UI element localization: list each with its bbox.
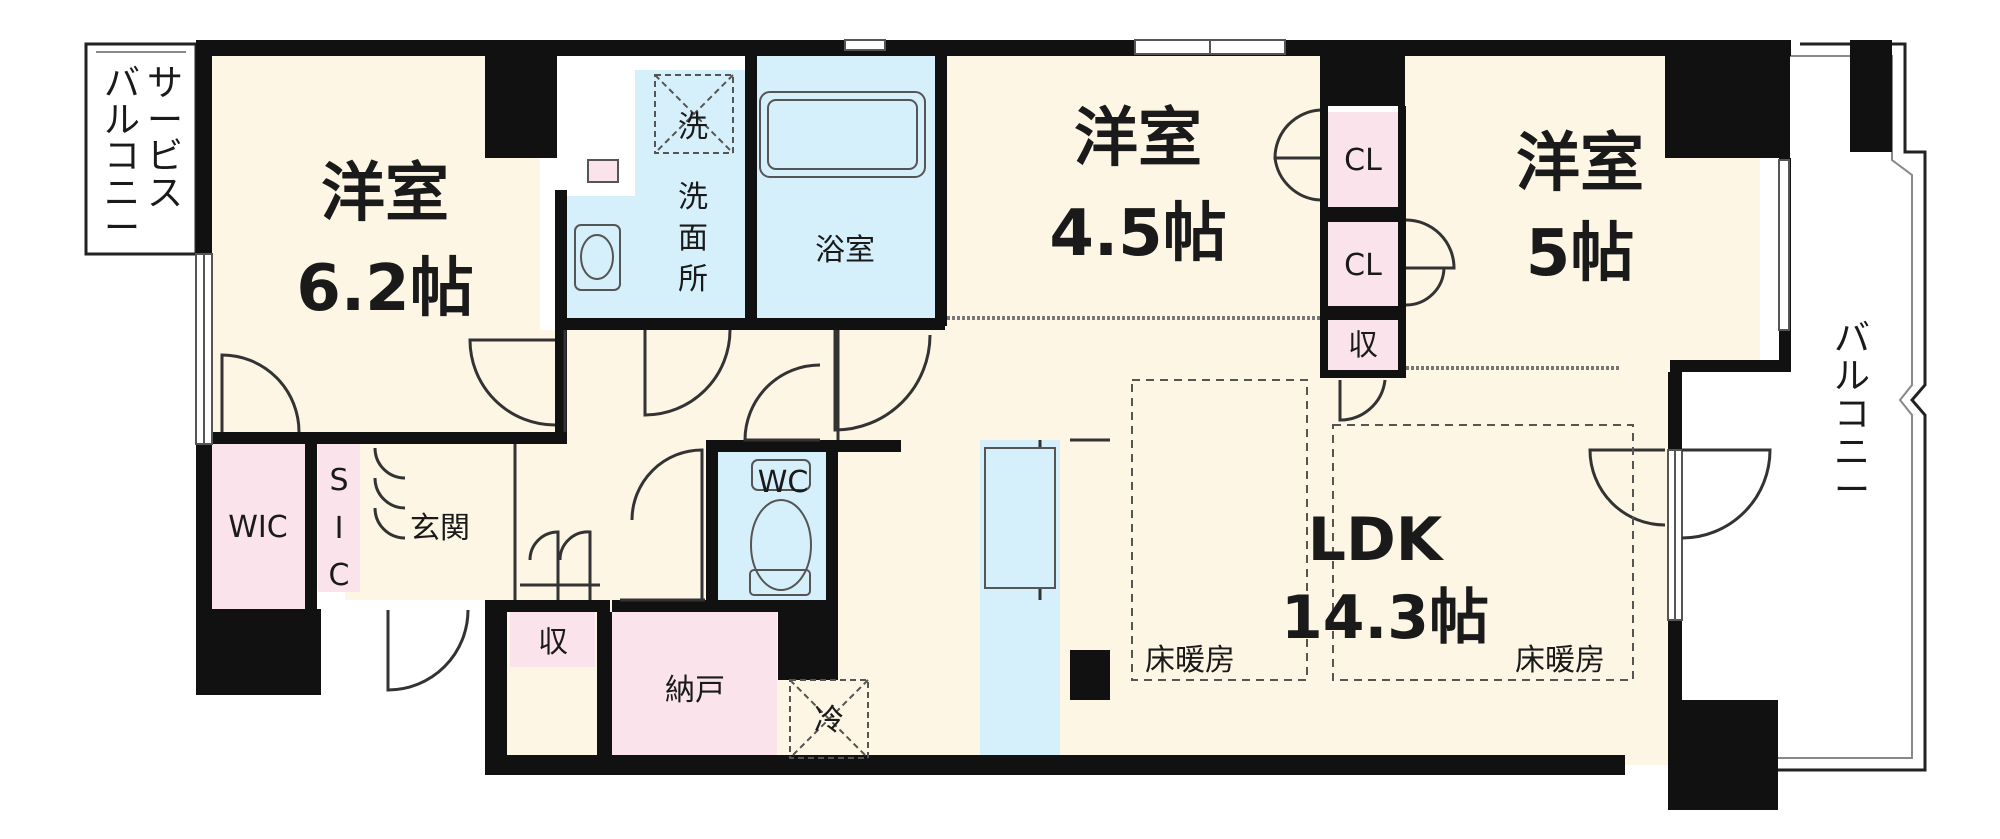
svg-text:ー: ー (104, 208, 140, 249)
room-ldk-size: 14.3帖 (1281, 583, 1489, 653)
washroom-label-2: 面 (678, 221, 708, 256)
wic-label: WIC (228, 510, 287, 545)
room-western-c-name: 洋室 (1516, 127, 1644, 201)
closet-lower-label: CL (1344, 248, 1382, 283)
nando-label: 納戸 (665, 673, 725, 708)
service-balcony-label: サ ー ビ ス バ ル コ ニ ー (104, 63, 183, 249)
svg-text:ー: ー (1834, 470, 1870, 511)
balcony-label: バ ル コ ニ ー (1834, 318, 1870, 511)
bath-label: 浴室 (815, 233, 875, 268)
svg-text:バ: バ (1834, 318, 1870, 359)
sic-label-c: C (329, 558, 350, 593)
svg-text:ニ: ニ (1834, 432, 1870, 473)
sic-label-i: I (335, 511, 344, 546)
svg-text:ビ: ビ (147, 136, 183, 177)
floor-heating-right-label: 床暖房 (1515, 643, 1605, 678)
washroom-label-3: 所 (678, 262, 708, 297)
room-western-c-size: 5帖 (1526, 217, 1635, 291)
svg-text:ニ: ニ (104, 173, 140, 214)
entrance-label: 玄関 (410, 511, 470, 546)
svg-text:コ: コ (104, 136, 140, 177)
svg-text:ル: ル (1834, 356, 1870, 397)
floor-heating-left-label: 床暖房 (1145, 643, 1235, 678)
storage-hall-label: 収 (538, 625, 568, 660)
fridge-label: 冷 (814, 703, 844, 738)
washroom-label-1: 洗 (678, 180, 708, 215)
svg-text:サ: サ (147, 63, 183, 104)
door-swings (220, 108, 1772, 692)
svg-text:バ: バ (104, 63, 140, 104)
fixtures (574, 74, 1634, 759)
svg-text:ー: ー (147, 100, 183, 141)
room-western-a-size: 6.2帖 (296, 252, 473, 326)
washer-label: 洗 (678, 110, 708, 145)
closet-upper-label: CL (1344, 143, 1382, 178)
svg-text:ス: ス (147, 173, 183, 214)
wc-label: WC (758, 465, 809, 500)
storage-ldk-label: 収 (1348, 328, 1378, 363)
service-balcony (84, 42, 198, 256)
windows (195, 39, 1790, 621)
sic-label-s: S (329, 463, 348, 498)
room-ldk-name: LDK (1308, 505, 1445, 575)
room-labels: 洋室 6.2帖 洋室 4.5帖 洋室 5帖 LDK 14.3帖 床暖房 床暖房 … (228, 102, 1644, 738)
svg-text:コ: コ (1834, 394, 1870, 435)
room-western-a-name: 洋室 (321, 157, 449, 231)
room-western-b-name: 洋室 (1074, 102, 1202, 176)
svg-text:ル: ル (104, 100, 140, 141)
room-western-b-size: 4.5帖 (1049, 197, 1226, 271)
